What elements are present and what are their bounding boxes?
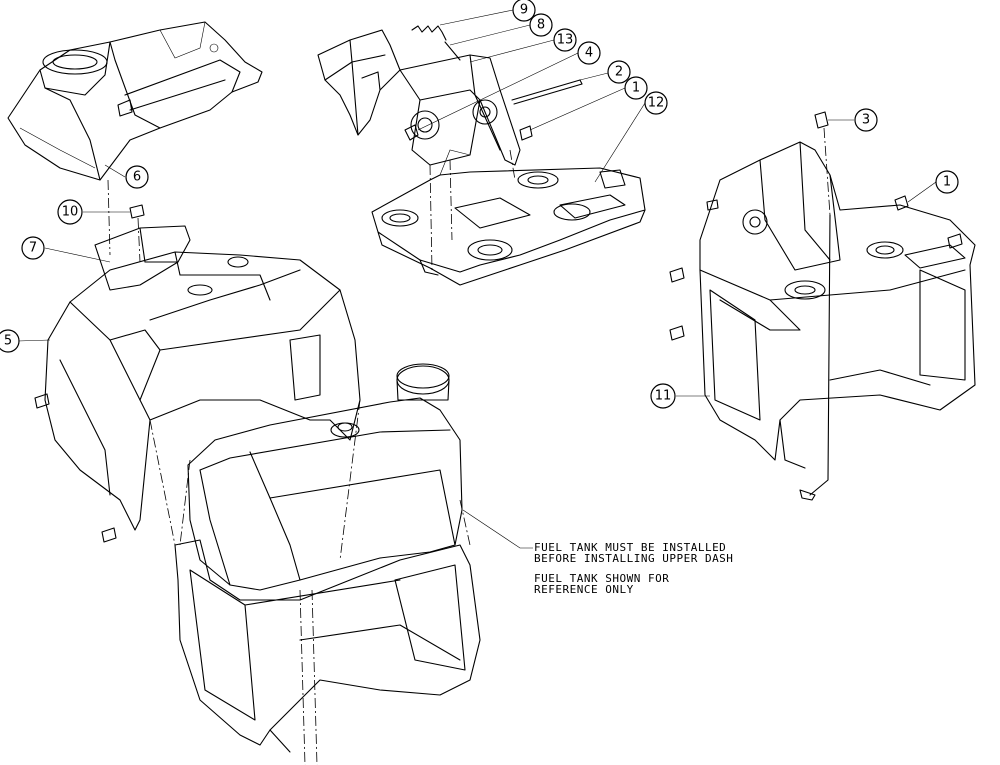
callout-10: 10 [57,199,83,225]
fuel-tank-part [187,363,463,591]
svg-text:7: 7 [29,241,37,256]
callout-6: 6 [125,165,149,189]
svg-text:8: 8 [537,18,545,33]
callout-9: 9 [512,0,536,22]
callout-3: 3 [854,108,878,132]
bracket-assembly [317,25,583,166]
svg-text:13: 13 [557,33,574,48]
leader-lines [17,9,937,549]
install-note-line-2: BEFORE INSTALLING UPPER DASH [534,552,734,565]
svg-text:4: 4 [585,46,593,61]
lower-body-part [174,539,481,753]
callout-8: 8 [529,13,553,37]
callout-1-top: 1 [624,76,648,100]
callout-12: 12 [644,91,668,115]
right-assembly [669,111,976,501]
svg-text:9: 9 [520,3,528,18]
svg-text:5: 5 [4,334,12,349]
svg-text:6: 6 [133,170,141,185]
assembly-lines [107,149,516,765]
callout-13: 13 [553,28,577,52]
lower-dash-part [34,251,361,543]
svg-text:12: 12 [648,96,665,111]
callout-1-right: 1 [935,170,959,194]
base-plate-part [371,149,646,286]
bracket-part-7 [94,204,191,291]
callout-11: 11 [650,383,676,409]
svg-text:10: 10 [62,205,79,220]
reference-note-line-2: REFERENCE ONLY [534,583,634,596]
svg-text:3: 3 [862,113,870,128]
svg-text:1: 1 [943,175,951,190]
callout-7: 7 [21,236,45,260]
svg-text:1: 1 [632,81,640,96]
callout-4: 4 [577,41,601,65]
svg-text:11: 11 [655,389,672,404]
upper-dash-part [7,21,263,181]
callout-2: 2 [607,60,631,84]
reference-note-line-1: FUEL TANK SHOWN FOR [534,572,670,585]
install-note-line-1: FUEL TANK MUST BE INSTALLED [534,541,727,554]
callout-5: 5 [0,329,20,353]
svg-text:2: 2 [615,65,623,80]
